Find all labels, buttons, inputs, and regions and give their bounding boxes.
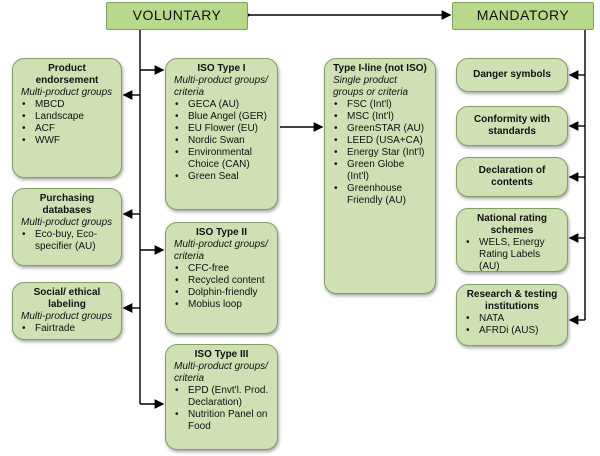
list-item: LEED (USA+CA) bbox=[333, 135, 427, 147]
social-ethical-box: Social/ ethical labeling Multi-product g… bbox=[12, 282, 122, 340]
list-item: WELS, Energy Rating Labels (AU) bbox=[465, 237, 559, 273]
list-item: Blue Angel (GER) bbox=[174, 111, 269, 123]
type-1-line-box: Type I-line (not ISO) Single product gro… bbox=[324, 58, 436, 294]
mandatory-header: MANDATORY bbox=[452, 2, 594, 30]
list-item: Nordic Swan bbox=[174, 135, 269, 147]
box-subtitle: Multi-product groups bbox=[21, 87, 113, 98]
list-item: CFC-free bbox=[174, 263, 269, 275]
purchasing-databases-box: Purchasing databases Multi-product group… bbox=[12, 188, 122, 266]
danger-symbols-box: Danger symbols bbox=[456, 58, 568, 92]
box-subtitle: Single product groups or criteria bbox=[333, 75, 409, 98]
list-item: EPD (Envt'l. Prod. Declaration) bbox=[174, 385, 269, 409]
list-item: Eco-buy, Eco-specifier (AU) bbox=[21, 229, 113, 253]
list-item: Mobius loop bbox=[174, 299, 269, 311]
list-item: Recycled content bbox=[174, 275, 269, 287]
box-title: Product endorsement bbox=[35, 63, 99, 86]
list-item: GECA (AU) bbox=[174, 99, 269, 111]
list-item: Energy Star (Int'l) bbox=[333, 147, 427, 159]
list-item: Green Globe (Int'l) bbox=[333, 159, 427, 183]
list-item: MBCD bbox=[21, 99, 113, 111]
box-title: Declaration of contents bbox=[478, 165, 546, 188]
list-item: Dolphin-friendly bbox=[174, 287, 269, 299]
iso-type-1-box: ISO Type I Multi-product groups/ criteri… bbox=[165, 58, 278, 210]
box-subtitle: Multi-product groups bbox=[21, 217, 113, 228]
box-title: Danger symbols bbox=[473, 69, 551, 80]
box-title: ISO Type I bbox=[197, 63, 246, 74]
box-title: Social/ ethical labeling bbox=[33, 287, 101, 310]
list-item: MSC (Int'l) bbox=[333, 111, 427, 123]
declaration-contents-box: Declaration of contents bbox=[456, 157, 568, 197]
list-item: ACF bbox=[21, 123, 113, 135]
product-endorsement-box: Product endorsement Multi-product groups… bbox=[12, 58, 122, 178]
iso-type-3-box: ISO Type III Multi-product groups/ crite… bbox=[165, 344, 278, 450]
list-item: AFRDi (AUS) bbox=[465, 325, 559, 337]
voluntary-header: VOLUNTARY bbox=[106, 2, 248, 30]
box-subtitle: Multi-product groups/ criteria bbox=[174, 361, 268, 384]
box-title: National rating schemes bbox=[476, 213, 547, 236]
list-item: Fairtrade bbox=[21, 323, 113, 335]
box-title: Conformity with standards bbox=[473, 114, 551, 137]
conformity-standards-box: Conformity with standards bbox=[456, 106, 568, 146]
list-item: NATA bbox=[465, 313, 559, 325]
list-item: Landscape bbox=[21, 111, 113, 123]
list-item: Greenhouse Friendly (AU) bbox=[333, 183, 427, 207]
national-rating-box: National rating schemes WELS, Energy Rat… bbox=[456, 208, 568, 272]
box-subtitle: Multi-product groups/ criteria bbox=[174, 75, 268, 98]
box-subtitle: Multi-product groups bbox=[21, 311, 113, 322]
list-item: GreenSTAR (AU) bbox=[333, 123, 427, 135]
list-item: Green Seal bbox=[174, 171, 269, 183]
box-title: ISO Type II bbox=[196, 227, 247, 238]
research-testing-box: Research & testing institutions NATA AFR… bbox=[456, 284, 568, 346]
list-item: Environmental Choice (CAN) bbox=[174, 147, 269, 171]
list-item: WWF bbox=[21, 135, 113, 147]
box-title: ISO Type III bbox=[194, 349, 249, 360]
box-title: Purchasing databases bbox=[39, 193, 95, 216]
list-item: Nutrition Panel on Food bbox=[174, 409, 269, 433]
box-title: Research & testing institutions bbox=[466, 289, 558, 312]
list-item: EU Flower (EU) bbox=[174, 123, 269, 135]
list-item: FSC (Int'l) bbox=[333, 99, 427, 111]
box-subtitle: Multi-product groups/ criteria bbox=[174, 239, 268, 262]
box-title: Type I-line (not ISO) bbox=[333, 63, 427, 74]
iso-type-2-box: ISO Type II Multi-product groups/ criter… bbox=[165, 222, 278, 334]
